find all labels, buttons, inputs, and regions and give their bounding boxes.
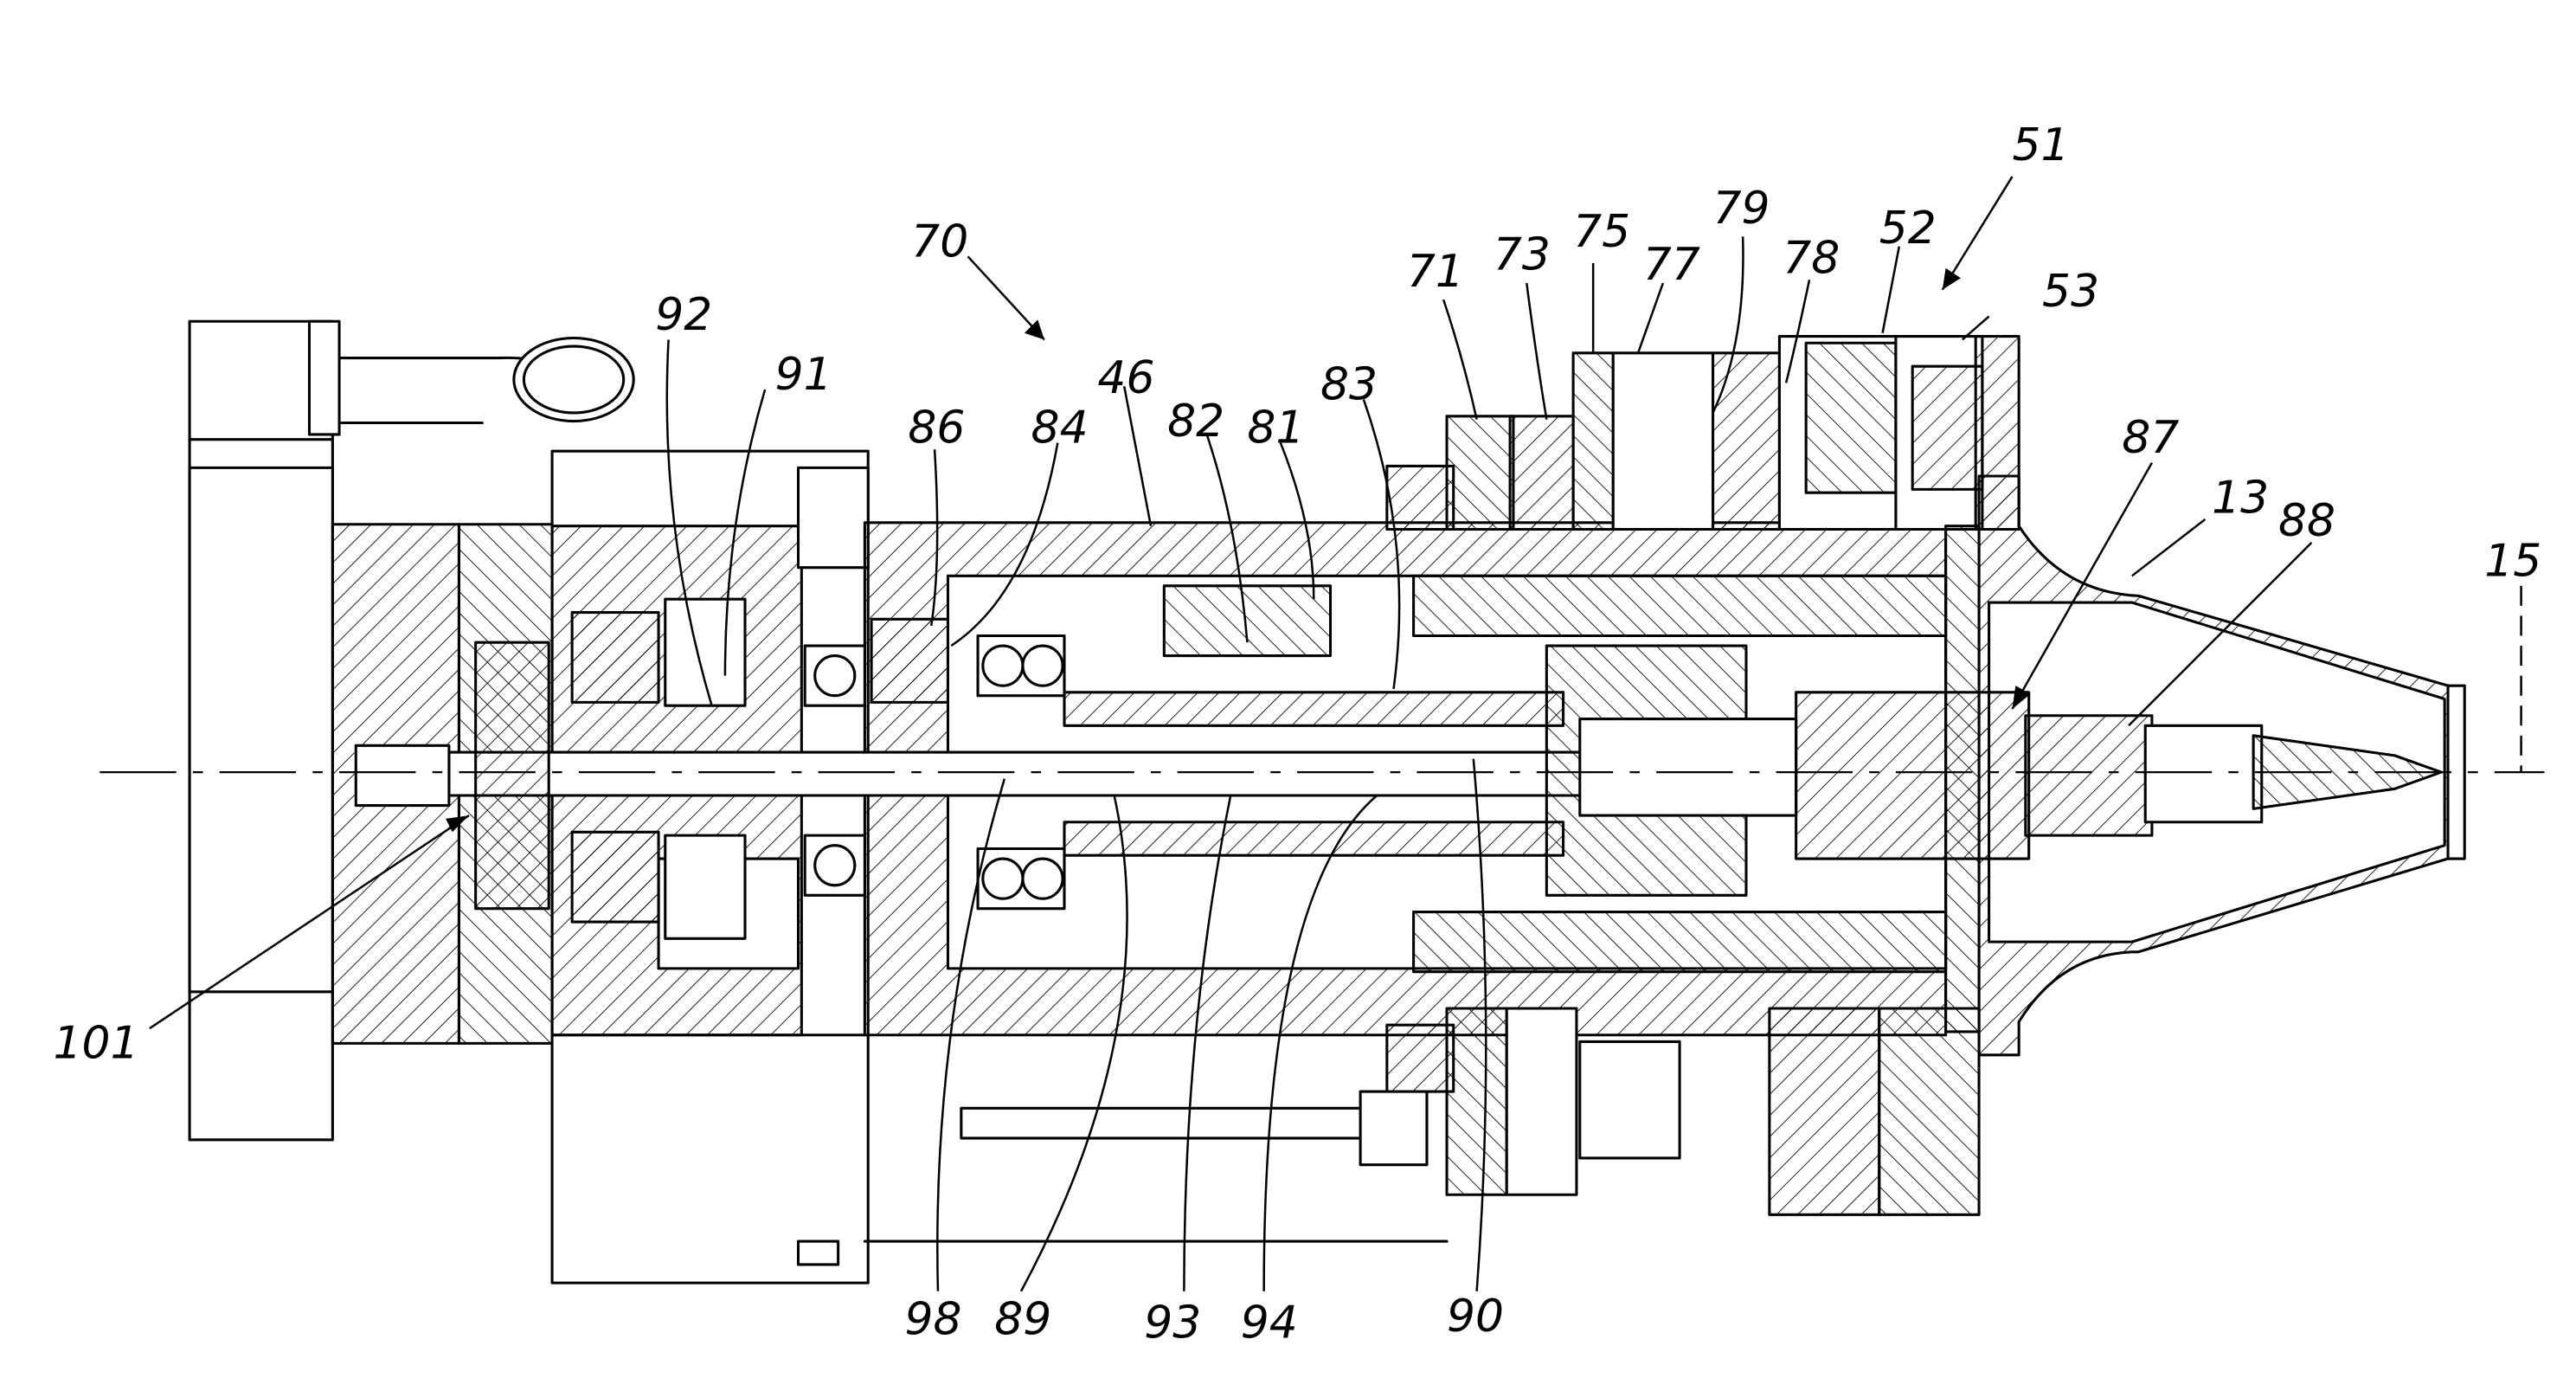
ref-71: 71: [1407, 246, 1464, 298]
ref-87: 87: [2122, 412, 2179, 464]
ref-82: 82: [1167, 396, 1224, 448]
ref-88: 88: [2278, 495, 2335, 547]
ref-75: 75: [1573, 206, 1630, 258]
ref-73: 73: [1494, 229, 1551, 281]
ref-13: 13: [2212, 472, 2269, 524]
ref-90: 90: [1447, 1291, 1504, 1343]
ref-53: 53: [2042, 266, 2099, 318]
ref-15: 15: [2484, 535, 2541, 587]
ref-98: 98: [905, 1294, 962, 1346]
ref-46: 46: [1097, 352, 1154, 404]
ref-92: 92: [655, 289, 712, 341]
ref-94: 94: [1241, 1298, 1298, 1349]
ref-70: 70: [911, 216, 968, 267]
ref-86: 86: [908, 402, 965, 454]
ref-52: 52: [1879, 203, 1937, 254]
ref-77: 77: [1643, 239, 1700, 291]
ref-84: 84: [1031, 402, 1089, 454]
ref-83: 83: [1320, 359, 1378, 411]
ref-91: 91: [775, 349, 832, 401]
ref-78: 78: [1783, 233, 1840, 285]
ref-93: 93: [1144, 1298, 1201, 1349]
ref-51: 51: [2012, 119, 2069, 171]
ref-101: 101: [54, 1018, 139, 1070]
ref-79: 79: [1713, 183, 1770, 235]
ref-89: 89: [994, 1294, 1051, 1346]
ref-81: 81: [1247, 402, 1304, 454]
